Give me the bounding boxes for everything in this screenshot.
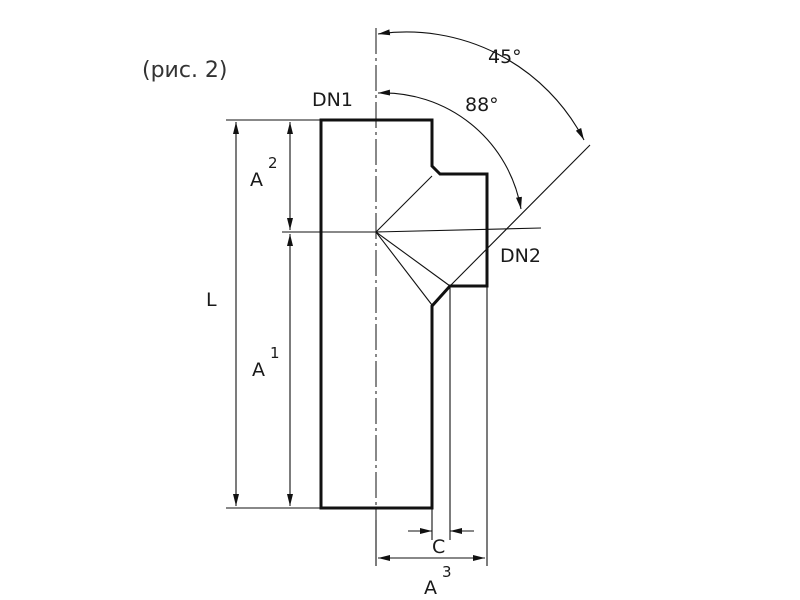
label-a3-index: 3 — [442, 563, 452, 581]
angle-88-arc — [377, 89, 522, 210]
extension-lines — [226, 119, 488, 566]
tee-body-outline — [319, 118, 489, 510]
label-l: L — [206, 289, 217, 311]
label-a2: A — [250, 169, 263, 191]
label-a1-index: 1 — [270, 344, 280, 362]
label-a3: A — [424, 577, 437, 599]
label-c: C — [432, 536, 445, 558]
label-a1: A — [252, 359, 265, 381]
figure-caption: (рис. 2) — [142, 58, 228, 83]
label-dn1: DN1 — [312, 89, 353, 111]
angle-45-arc — [377, 29, 585, 141]
label-angle-45: 45° — [488, 46, 522, 68]
label-dn2: DN2 — [500, 245, 541, 267]
label-angle-88: 88° — [465, 94, 499, 116]
label-a2-index: 2 — [268, 154, 278, 172]
